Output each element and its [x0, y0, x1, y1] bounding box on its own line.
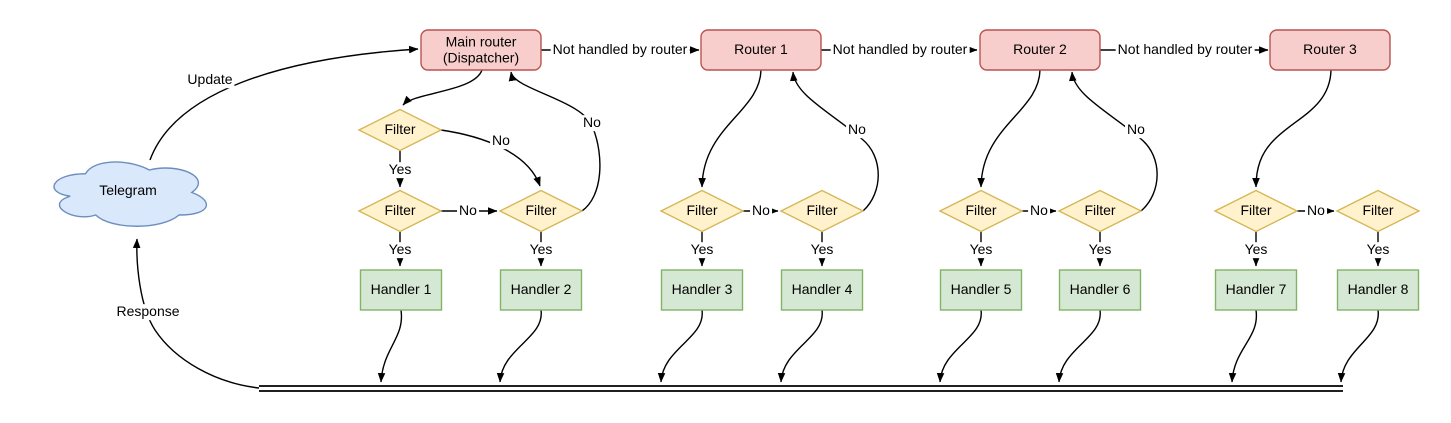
not-handled-label-3: Not handled by router	[1115, 41, 1255, 58]
yes-label-router1-right: Yes	[808, 241, 836, 258]
edge-handler4-bus	[777, 309, 823, 383]
router2-filter-right-label: Filter	[1084, 202, 1116, 219]
router3-filter-right-label: Filter	[1362, 202, 1394, 219]
response-label: Response	[114, 303, 182, 320]
handler5-node	[939, 269, 1023, 311]
no-label-router1-mid: No	[750, 202, 772, 219]
no-label-filter-b: No	[457, 202, 479, 219]
edge-handler6-bus	[1055, 309, 1101, 383]
handler6-node	[1058, 269, 1142, 311]
no-label-filter-a: No	[490, 132, 512, 149]
dispatcher-label: Main router (Dispatcher)	[443, 34, 519, 65]
edge-router2-descent	[977, 69, 1041, 188]
router3-node	[1269, 29, 1391, 71]
handler4-label: Handler 4	[791, 281, 853, 298]
not-handled-label-2: Not handled by router	[830, 41, 970, 58]
edge-handler3-bus	[657, 309, 703, 383]
router3-label: Router 3	[1303, 41, 1357, 58]
router1-filter-left-node	[659, 189, 745, 233]
edge-router3-descent	[1252, 69, 1332, 188]
filter-b-label: Filter	[384, 202, 416, 219]
yes-label-filter-a: Yes	[386, 161, 414, 178]
no-label-router1-return: No	[846, 121, 868, 138]
router1-filter-right-label: Filter	[806, 202, 838, 219]
router3-filter-left-node	[1213, 189, 1299, 233]
no-label-filter-c-return: No	[581, 114, 603, 131]
router3-filter-right-node	[1335, 189, 1421, 233]
handler6-label: Handler 6	[1069, 281, 1131, 298]
router2-filter-left-node	[938, 189, 1024, 233]
router1-label: Router 1	[734, 41, 788, 58]
handler1-label: Handler 1	[370, 281, 432, 298]
router1-filter-left-label: Filter	[686, 202, 718, 219]
router1-filter-right-node	[779, 189, 865, 233]
edge-handler1-bus	[377, 309, 403, 383]
filter-c-node	[498, 189, 584, 233]
handler2-label: Handler 2	[510, 281, 572, 298]
handler1-node	[359, 269, 443, 311]
yes-label-router3-left: Yes	[1242, 241, 1270, 258]
router2-filter-right-node	[1057, 189, 1143, 233]
handler2-node	[499, 269, 583, 311]
telegram-cloud	[53, 161, 208, 227]
handler3-node	[660, 269, 744, 311]
router2-filter-left-label: Filter	[965, 202, 997, 219]
edge-handler5-bus	[936, 309, 982, 383]
yes-label-filter-b: Yes	[386, 241, 414, 258]
telegram-label: Telegram	[99, 182, 157, 199]
yes-label-router2-left: Yes	[967, 241, 995, 258]
filter-a-node	[357, 108, 443, 152]
no-label-router2-return: No	[1125, 121, 1147, 138]
edge-dispatcher-filter-a	[402, 69, 483, 106]
edges	[132, 45, 1382, 392]
edge-router1-descent	[698, 69, 762, 188]
no-label-router2-mid: No	[1028, 202, 1050, 219]
handler8-node	[1336, 269, 1420, 311]
handler7-node	[1214, 269, 1298, 311]
router3-filter-left-label: Filter	[1240, 202, 1272, 219]
edge-response	[132, 238, 260, 389]
edge-update	[149, 45, 419, 161]
dispatcher-label-line1: Main router	[445, 33, 517, 50]
handler5-label: Handler 5	[950, 281, 1012, 298]
handler8-label: Handler 8	[1347, 281, 1409, 298]
handler3-label: Handler 3	[671, 281, 733, 298]
handler4-node	[780, 269, 864, 311]
edge-handler7-bus	[1228, 309, 1258, 383]
edge-router2-no-return	[1069, 71, 1158, 212]
yes-label-router1-left: Yes	[688, 241, 716, 258]
edge-handler8-bus	[1337, 309, 1379, 383]
router2-label: Router 2	[1013, 41, 1067, 58]
no-label-router3-mid: No	[1305, 202, 1327, 219]
edge-handler2-bus	[496, 309, 542, 383]
yes-label-router2-right: Yes	[1086, 241, 1114, 258]
router1-node	[700, 29, 822, 71]
filter-b-node	[357, 189, 443, 233]
filter-a-label: Filter	[384, 121, 416, 138]
update-label: Update	[185, 71, 235, 88]
edge-router1-no-return	[790, 71, 879, 212]
yes-label-filter-c: Yes	[527, 241, 555, 258]
handler7-label: Handler 7	[1225, 281, 1287, 298]
yes-label-router3-right: Yes	[1364, 241, 1392, 258]
dispatcher-node	[420, 29, 542, 71]
filter-c-label: Filter	[525, 202, 557, 219]
router2-node	[979, 29, 1101, 71]
dispatcher-label-line2: (Dispatcher)	[442, 49, 520, 65]
not-handled-label-1: Not handled by router	[550, 41, 690, 58]
edge-filter-c-no-return	[508, 71, 601, 212]
